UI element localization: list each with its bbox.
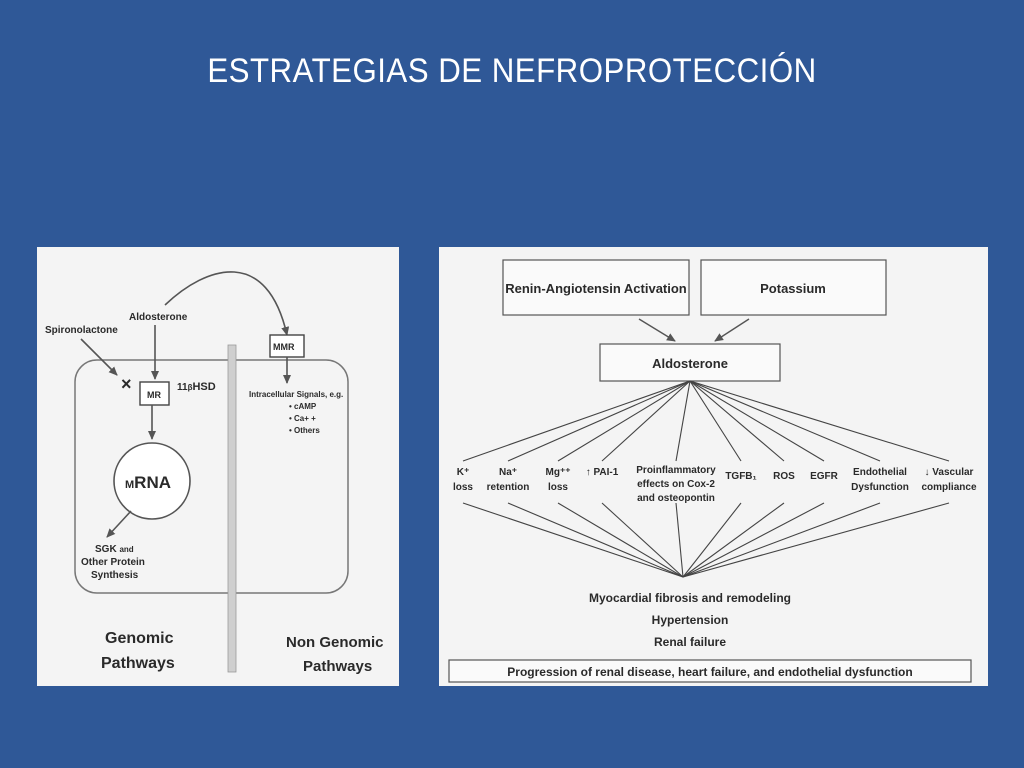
fan-line-bottom (507, 502, 684, 578)
hsd-label: 11βHSD (177, 381, 216, 393)
svg-text:Mg⁺⁺: Mg⁺⁺ (546, 467, 571, 478)
fan-line-top (601, 380, 691, 462)
arrow-mrna-to-sgk (106, 510, 132, 538)
arrow-aldosterone-to-mmr (164, 271, 290, 336)
potassium-label: Potassium (760, 281, 826, 296)
svg-text:K⁺: K⁺ (457, 467, 470, 478)
fan-line-bottom (682, 502, 881, 578)
mmr-label: MMR (273, 342, 295, 352)
mrna-circle (113, 442, 191, 520)
other-protein-label: Other Protein (81, 557, 145, 568)
outcome-hypertension: Hypertension (652, 613, 729, 627)
aldosterone-label: Aldosterone (652, 356, 728, 371)
arrow-spironolactone-to-block (80, 338, 118, 376)
fan-line-bottom (557, 502, 684, 578)
raa-label: Renin-Angiotensin Activation (505, 281, 687, 296)
fan-line-bottom (601, 502, 684, 578)
fan-line-top (689, 380, 825, 462)
svg-text:effects on Cox-2: effects on Cox-2 (637, 479, 715, 490)
genomic-label-line2: Pathways (101, 655, 175, 672)
svg-text:compliance: compliance (921, 482, 976, 493)
effect-mg-loss: Mg⁺⁺ loss (546, 467, 571, 493)
fan-line-bottom (682, 502, 742, 578)
nongenomic-label-line2: Pathways (303, 658, 372, 675)
fan-line-top (689, 380, 950, 462)
effect-ros: ROS (773, 471, 795, 482)
spironolactone-label: Spironolactone (45, 325, 118, 336)
svg-text:EGFR: EGFR (810, 471, 839, 482)
fan-line-top (557, 380, 691, 462)
aldosterone-label: Aldosterone (129, 312, 188, 323)
fan-line-top (462, 380, 691, 462)
svg-text:TGFB₁: TGFB₁ (725, 471, 756, 482)
fan-line-bottom (462, 502, 684, 578)
signal-item: • cAMP (289, 402, 317, 411)
genomic-label-line1: Genomic (105, 630, 174, 647)
arrow-potassium-to-aldosterone (714, 318, 750, 342)
fan-line-top (689, 380, 785, 462)
potassium-box (700, 259, 887, 316)
effect-na-retention: Na⁺ retention (487, 467, 530, 493)
raa-box (502, 259, 690, 316)
svg-text:↓ Vascular: ↓ Vascular (925, 467, 974, 478)
aldosterone-effects-diagram: Renin-Angiotensin Activation Potassium A… (439, 247, 988, 686)
fan-line-bottom (675, 502, 684, 578)
outcome-myocardial: Myocardial fibrosis and remodeling (589, 591, 791, 605)
progression-box (448, 659, 972, 683)
effect-vascular-compliance: ↓ Vascular compliance (921, 467, 976, 493)
genomic-diagram-svg: Aldosterone Spironolactone × MR 11βHSD M… (45, 271, 384, 675)
fan-line-bottom (682, 502, 785, 578)
fan-line-top (689, 380, 742, 462)
membrane-divider (227, 344, 237, 673)
effect-k-loss: K⁺ loss (453, 467, 473, 493)
svg-text:ROS: ROS (773, 471, 795, 482)
svg-text:and osteopontin: and osteopontin (637, 493, 715, 504)
mr-box (139, 381, 170, 406)
progression-label: Progression of renal disease, heart fail… (507, 665, 912, 679)
aldosterone-box (599, 343, 781, 382)
mr-label: MR (147, 390, 161, 400)
fan-line-bottom (682, 502, 950, 578)
signal-item: • Ca+ + (289, 414, 316, 423)
genomic-pathways-diagram: Aldosterone Spironolactone × MR 11βHSD M… (37, 247, 399, 686)
svg-text:loss: loss (453, 482, 473, 493)
effect-pai1: ↑ PAI-1 (586, 467, 619, 478)
signal-item: • Others (289, 426, 320, 435)
outcome-renal-failure: Renal failure (654, 635, 726, 649)
svg-text:retention: retention (487, 482, 530, 493)
aldosterone-effects-svg: Renin-Angiotensin Activation Potassium A… (448, 259, 977, 683)
svg-text:Dysfunction: Dysfunction (851, 482, 909, 493)
mrna-label: MRNA (125, 473, 171, 492)
signals-title: Intracellular Signals, e.g. (249, 390, 343, 399)
fan-line-top (675, 380, 691, 462)
fan-line-top (507, 380, 691, 462)
effect-endothelial-dysfunction: Endothelial Dysfunction (851, 467, 909, 493)
svg-text:↑ PAI-1: ↑ PAI-1 (586, 467, 619, 478)
effect-tgfb1: TGFB₁ (725, 471, 756, 482)
fan-line-top (689, 380, 881, 462)
block-mark: × (121, 374, 132, 394)
svg-text:Proinflammatory: Proinflammatory (636, 465, 716, 476)
nongenomic-label-line1: Non Genomic (286, 634, 384, 651)
svg-text:Endothelial: Endothelial (853, 467, 907, 478)
synthesis-label: Synthesis (91, 570, 139, 581)
sgk-label: SGK and (95, 544, 134, 555)
slide-title: ESTRATEGIAS DE NEFROPROTECCIÓN (207, 52, 817, 90)
cell-outline (74, 359, 349, 594)
fan-line-bottom (682, 502, 825, 578)
effect-proinflammatory: Proinflammatory effects on Cox-2 and ost… (636, 465, 716, 504)
svg-text:Na⁺: Na⁺ (499, 467, 517, 478)
fan-lines-top (462, 380, 950, 462)
fan-lines-bottom (462, 502, 950, 578)
arrow-raa-to-aldosterone (638, 318, 676, 342)
svg-text:loss: loss (548, 482, 568, 493)
effect-egfr: EGFR (810, 471, 839, 482)
